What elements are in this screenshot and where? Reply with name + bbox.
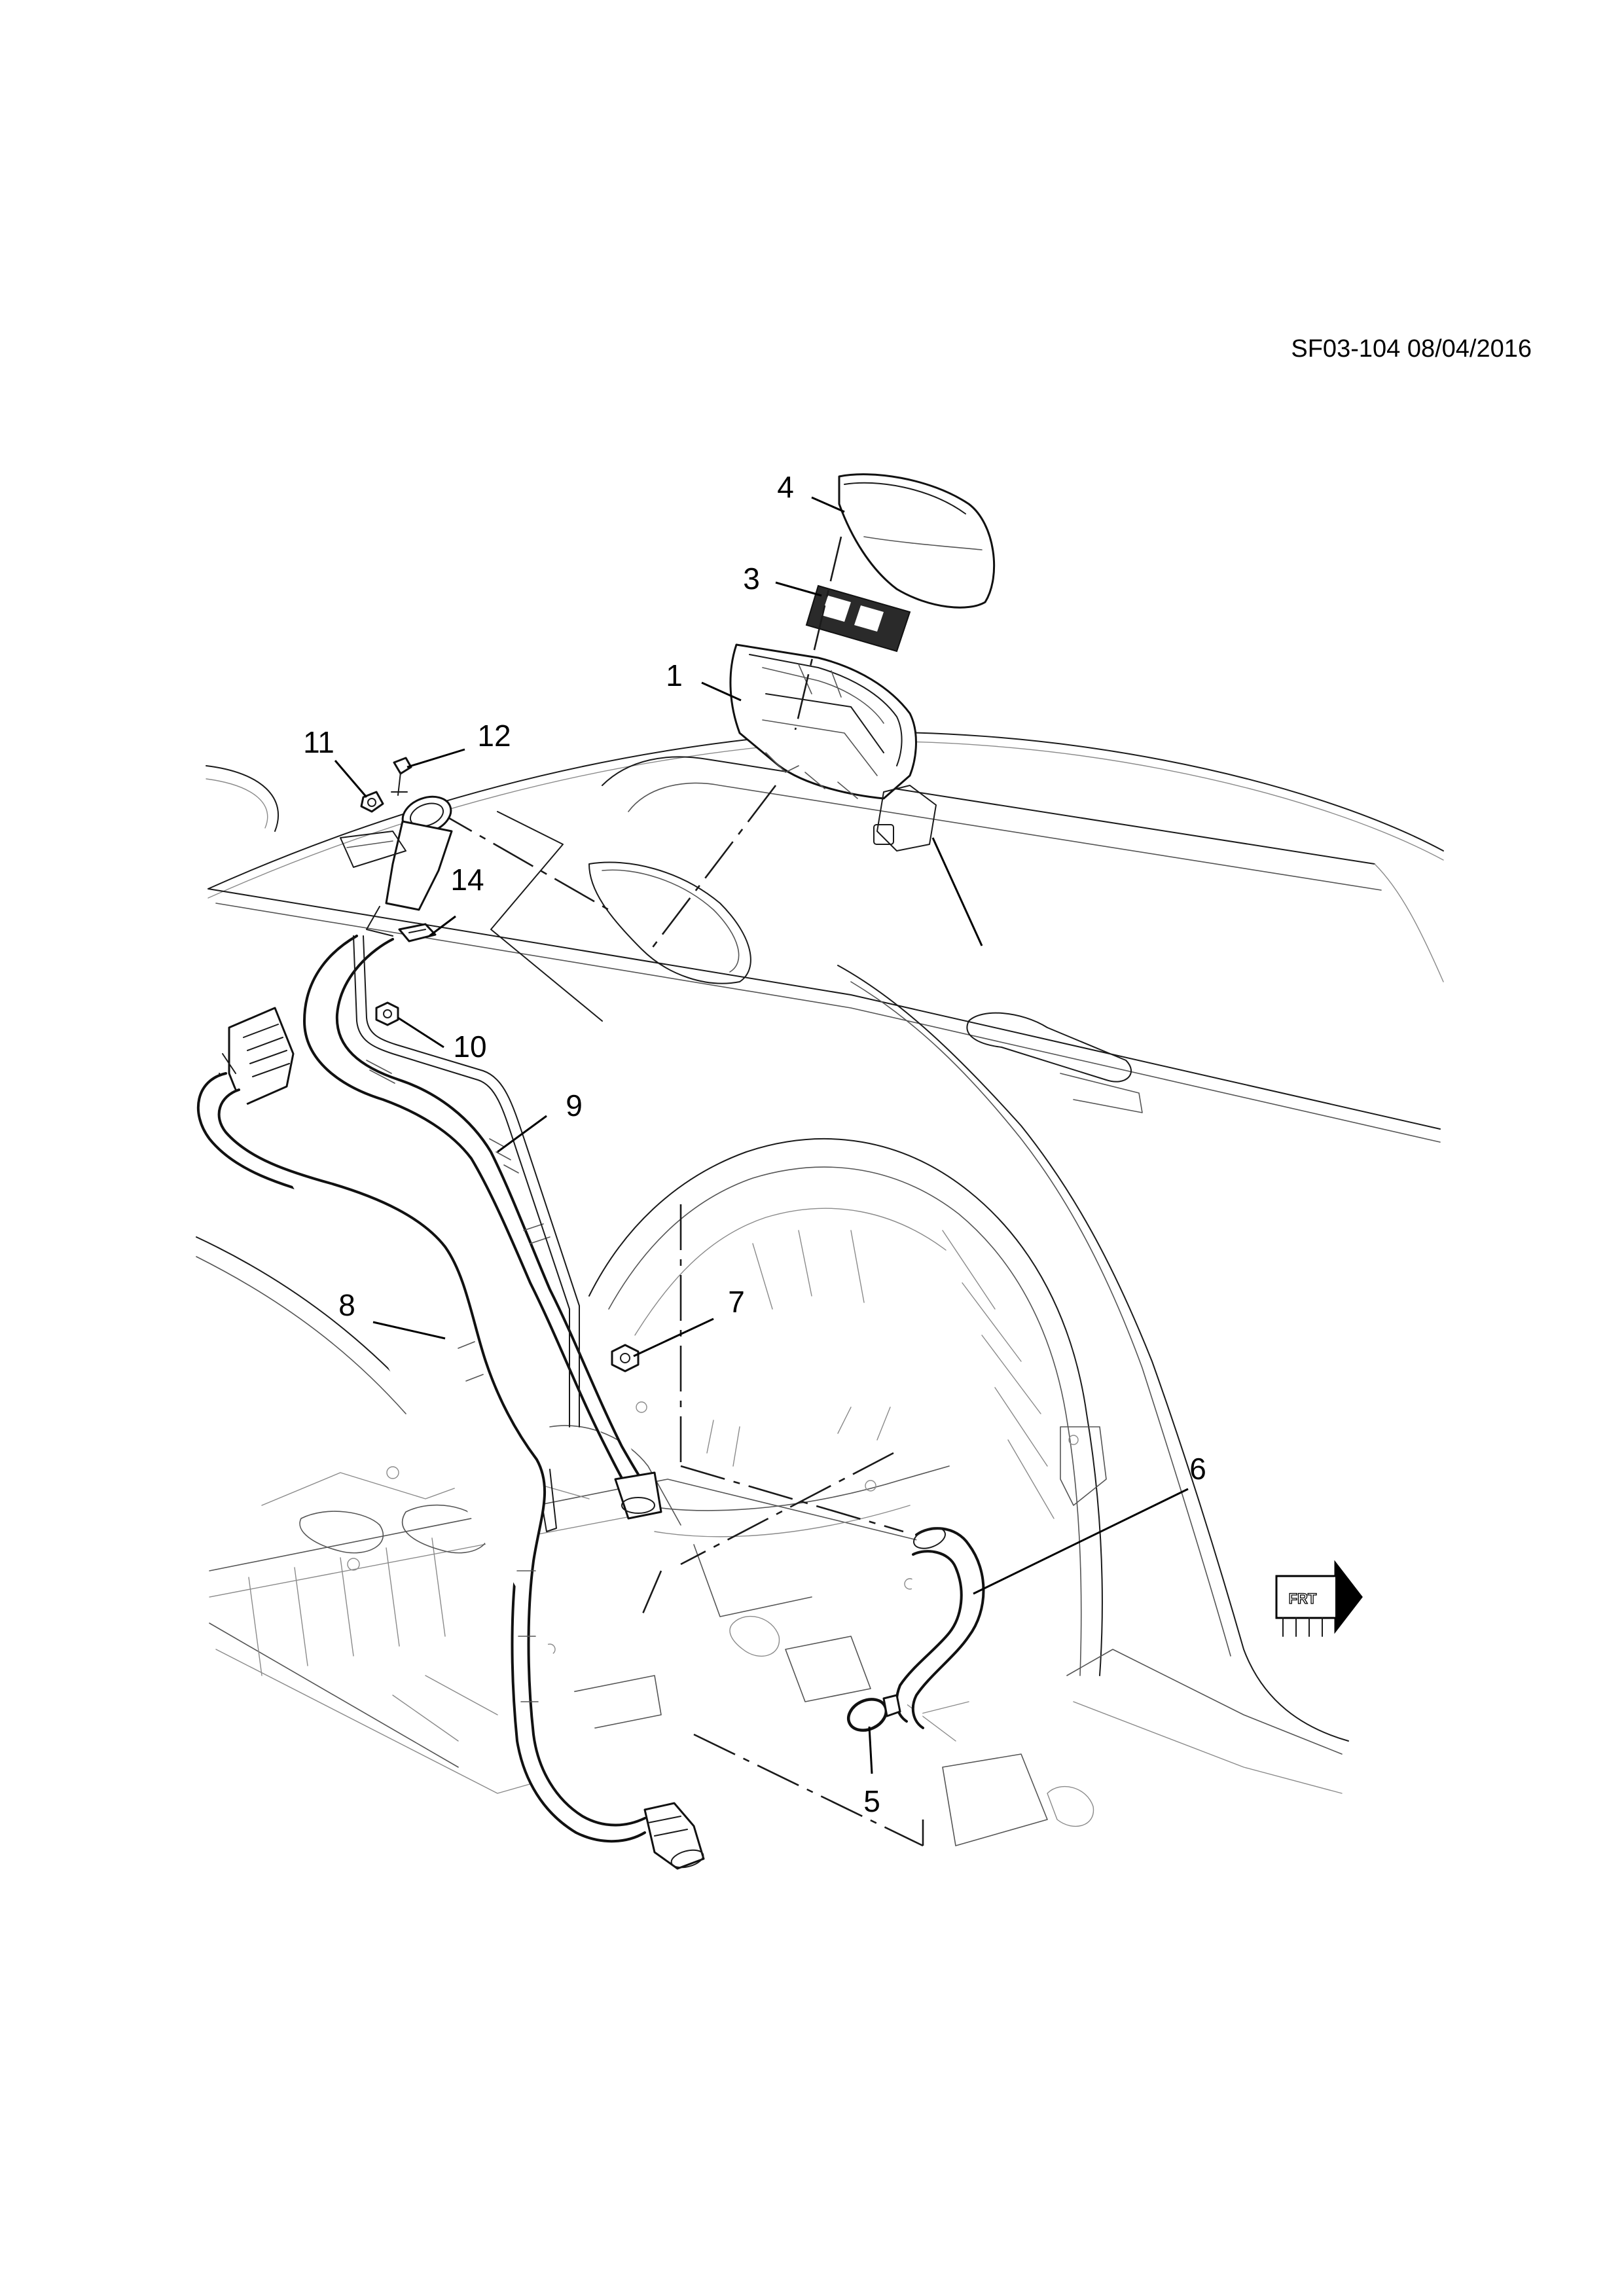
filler-pipe xyxy=(303,935,662,1520)
callout-6: 6 xyxy=(1189,1452,1206,1486)
callout-11: 11 xyxy=(303,725,334,759)
callout-8: 8 xyxy=(338,1288,355,1322)
clamp-5 xyxy=(847,1694,901,1732)
front-direction-indicator: FRT xyxy=(1275,1560,1363,1637)
callout-1: 1 xyxy=(666,658,683,692)
front-label: FRT xyxy=(1289,1590,1317,1607)
callout-12: 12 xyxy=(477,719,511,753)
nut-10 xyxy=(375,1001,399,1026)
nut-7 xyxy=(611,1344,640,1372)
clip-14 xyxy=(398,923,437,942)
filler-neck-head xyxy=(340,795,453,937)
callout-14: 14 xyxy=(450,863,484,897)
callout-3: 3 xyxy=(743,562,760,596)
housing-attachment-line xyxy=(931,837,983,946)
callout-5: 5 xyxy=(863,1784,880,1818)
fuel-hose-harness xyxy=(196,1007,705,1870)
callout-7: 7 xyxy=(728,1285,745,1319)
callout-4: 4 xyxy=(777,470,794,504)
fuel-door xyxy=(838,473,996,609)
bolt-12 xyxy=(391,757,412,796)
callout-labels: 4 3 1 11 12 14 10 9 8 7 6 5 xyxy=(303,470,1206,1818)
reference-code: SF03-104 08/04/2016 xyxy=(1291,335,1532,363)
hose-6 xyxy=(895,1527,985,1729)
callout-10: 10 xyxy=(453,1030,486,1064)
fuel-label xyxy=(805,584,911,653)
callout-9: 9 xyxy=(566,1088,583,1122)
callout-leaders xyxy=(334,496,1189,1774)
fuel-door-housing xyxy=(729,643,937,852)
bracket-line-a xyxy=(490,811,603,1022)
